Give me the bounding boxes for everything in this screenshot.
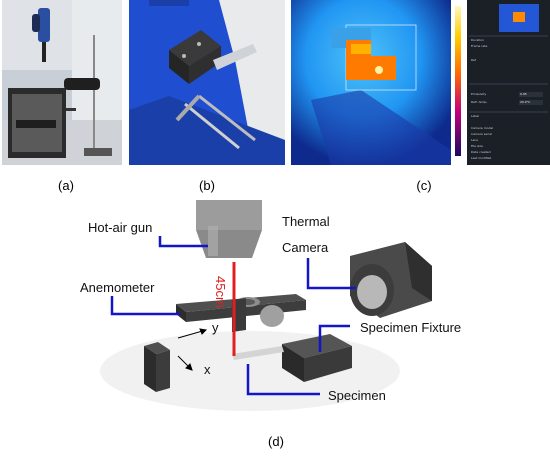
label-anemometer: Anemometer: [80, 280, 155, 295]
info-row-camera-serial: Camera serial: [471, 132, 492, 136]
leader-anemometer: [110, 296, 180, 316]
caption-a: (a): [58, 178, 74, 193]
schematic-diagram: [100, 200, 432, 411]
label-axis-x: x: [204, 362, 211, 377]
label-specimen-fixture: Specimen Fixture: [360, 320, 462, 335]
left-block-shape: [144, 342, 170, 392]
leader-lines: [110, 236, 356, 396]
specimen-shape: [232, 346, 284, 360]
info-row-emissivity: Emissivity: [471, 92, 487, 96]
leader-hot-air-gun: [158, 236, 208, 248]
thermal-panel-c: Duration Frame rate Ref Emissivity 0.95 …: [291, 0, 550, 165]
caption-d: (d): [268, 434, 284, 449]
leader-specimen-fixture: [318, 324, 350, 352]
label-thermal-camera-2: Camera: [282, 240, 329, 255]
label-hot-air-gun: Hot-air gun: [88, 220, 153, 235]
label-thermal-camera-1: Thermal: [282, 214, 330, 229]
info-row-date-created: Date created: [471, 150, 491, 154]
thermal-camera-shape: [350, 242, 432, 318]
label-axis-y: y: [212, 320, 219, 335]
caption-c: (c): [416, 178, 432, 193]
setup-photo: [2, 0, 122, 165]
info-row-camera-model: Camera model: [471, 126, 494, 130]
info-row-file-size: File size: [471, 144, 483, 148]
schematic-panel-d: Hot-air gun Thermal Camera Anemometer 45…: [60, 196, 510, 428]
specimen-fixture-shape: [282, 334, 352, 382]
info-value-emissivity: 0.95: [520, 92, 527, 96]
label-specimen: Specimen: [328, 388, 386, 403]
leader-specimen: [246, 364, 320, 396]
photo-panel-b: [129, 0, 285, 165]
info-row-frame-rate: Frame rate: [471, 44, 488, 48]
info-row-refl-temp: Refl. temp.: [471, 100, 488, 104]
thermal-image: [291, 0, 550, 165]
label-distance: 45cm: [213, 276, 228, 308]
axis-arrows: [177, 328, 208, 371]
info-value-refl-temp: 20.0°C: [520, 100, 531, 104]
info-row-duration: Duration: [471, 38, 485, 42]
info-row-lens: Lens: [471, 138, 478, 142]
info-row-last-modified: Last modified: [471, 156, 492, 160]
fixture-photo: [129, 0, 285, 165]
caption-b: (b): [199, 178, 215, 193]
info-row-ref: Ref: [471, 58, 476, 62]
leader-thermal-camera: [306, 258, 356, 290]
hot-air-gun-shape: [196, 200, 262, 258]
anemometer-shape: [176, 294, 306, 332]
photo-panel-a: [2, 0, 122, 165]
info-row-label: Label: [471, 114, 480, 118]
